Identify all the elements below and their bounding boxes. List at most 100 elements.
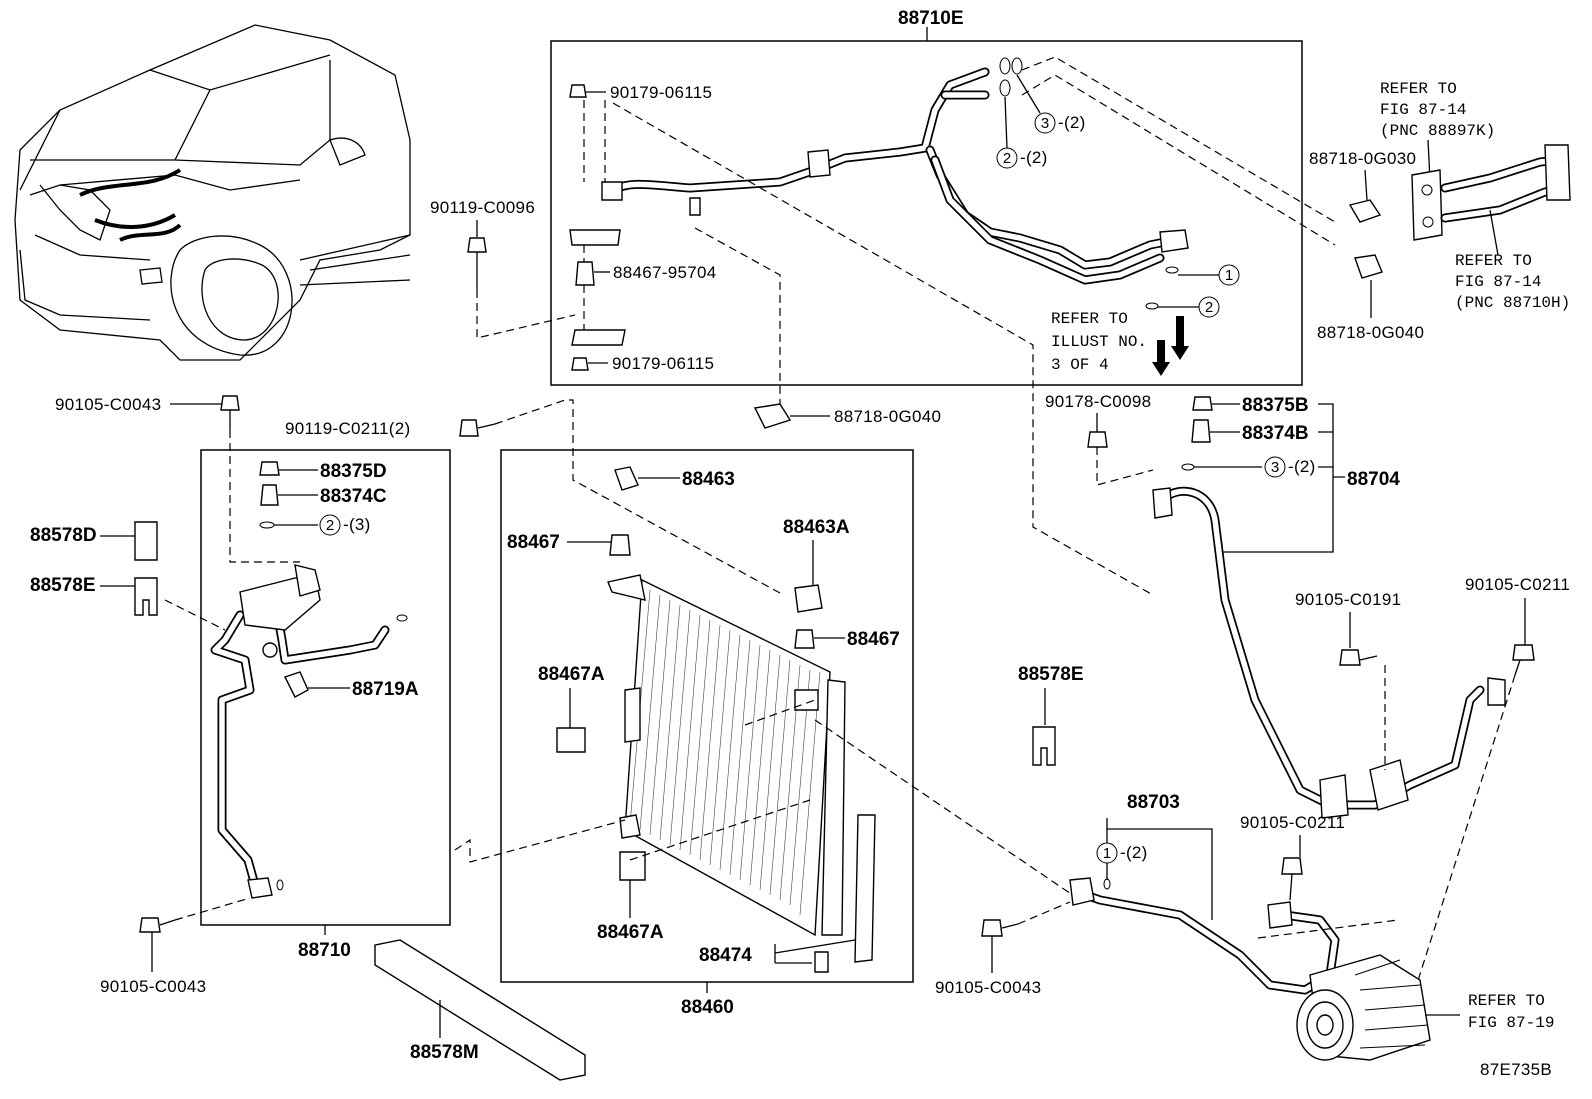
label-90179-top: 90179-06115 <box>610 83 712 102</box>
cap-88375B <box>1192 396 1213 411</box>
label-88375D: 88375D <box>320 461 387 482</box>
cushion-88467A-bottom <box>619 851 646 881</box>
note-refer-87-19-1: REFER TO <box>1468 992 1545 1010</box>
valve-88374B <box>1191 419 1211 443</box>
label-88703: 88703 <box>1127 792 1180 813</box>
label-88719A: 88719A <box>352 679 419 700</box>
bolt-90105-C0043-top <box>220 395 240 411</box>
note-refer-88897K-1: REFER TO <box>1380 80 1457 98</box>
condenser-core-88460 <box>607 574 846 937</box>
note-refer-illust-3: 3 OF 4 <box>1051 356 1109 374</box>
drier-cap <box>814 951 829 973</box>
label-90105-C0191: 90105-C0191 <box>1295 590 1401 609</box>
qty-ring3-top: -(2) <box>1058 113 1086 132</box>
label-88710E: 88710E <box>898 8 964 29</box>
label-88374B: 88374B <box>1242 423 1309 444</box>
bolt-90105-C0043-right <box>981 919 1003 937</box>
label-90105-C0211-mid: 90105-C0211 <box>1240 813 1345 832</box>
suction-hose-88703 <box>1069 877 1340 995</box>
pressure-switch-88719A <box>284 671 309 698</box>
bolt-90105-C0211-mid <box>1281 857 1303 875</box>
note-refer-88710H-3: (PNC 88710H) <box>1455 294 1570 312</box>
cushion-88467-a <box>609 534 631 556</box>
cushion-88467A-top <box>556 727 586 753</box>
note-refer-88897K-3: (PNC 88897K) <box>1380 122 1495 140</box>
clamp-88718-0G040-mid <box>753 403 792 429</box>
qty-ring3-right: -(2) <box>1288 457 1316 476</box>
note-refer-illust-1: REFER TO <box>1051 310 1128 328</box>
circle-2-left: 2 <box>326 517 334 534</box>
clamp-88718-0G030 <box>1348 199 1382 223</box>
label-88460: 88460 <box>681 997 734 1018</box>
label-90119-C0211: 90119-C0211(2) <box>285 419 410 438</box>
label-88710: 88710 <box>298 940 351 961</box>
label-88467-95704: 88467-95704 <box>613 263 717 282</box>
label-88718-0G040-mid: 88718-0G040 <box>834 407 941 426</box>
cushion-88467-b <box>794 629 815 649</box>
note-refer-88710H-2: FIG 87-14 <box>1455 273 1541 291</box>
bolt-90105-C0043-left <box>139 917 161 933</box>
label-90119-C0096: 90119-C0096 <box>430 198 535 217</box>
label-88718-0G040-right: 88718-0G040 <box>1317 323 1424 342</box>
label-88374C: 88374C <box>320 486 387 507</box>
circle-2-right: 2 <box>1205 299 1213 316</box>
valve-88374C <box>260 484 279 506</box>
discharge-hose-88704 <box>1152 486 1506 819</box>
bolt-90105-C0191 <box>1339 649 1361 666</box>
evaporator-pipe-flange <box>1411 144 1571 241</box>
ring-3-icon <box>1034 112 1056 134</box>
label-90178-C0098: 90178-C0098 <box>1045 392 1151 411</box>
circle-3-right: 3 <box>1271 459 1279 476</box>
label-88463A: 88463A <box>783 517 850 538</box>
liquid-pipe-88710 <box>210 564 408 899</box>
label-90179-bottom: 90179-06115 <box>612 354 714 373</box>
label-88375B: 88375B <box>1242 395 1309 416</box>
circle-1-88703: 1 <box>1103 845 1111 862</box>
bolt-90119-C0211 <box>459 419 479 437</box>
qty-ring2-left: -(3) <box>343 515 371 534</box>
bolt-90179-bottom <box>571 357 608 371</box>
seal-88578E-left <box>134 577 158 616</box>
circle-3-top: 3 <box>1041 115 1049 132</box>
label-88578E-right: 88578E <box>1018 664 1084 685</box>
label-88578E-left: 88578E <box>30 575 96 596</box>
qty-ring2-top: -(2) <box>1020 148 1048 167</box>
label-88467A-bottom: 88467A <box>597 922 664 943</box>
label-88467A-top: 88467A <box>538 664 605 685</box>
bolt-90179-top <box>569 84 606 98</box>
label-88578M: 88578M <box>410 1042 479 1063</box>
label-88718-0G030: 88718-0G030 <box>1309 149 1416 168</box>
label-88467-a: 88467 <box>507 532 560 553</box>
seal-88578E-right <box>1032 726 1056 766</box>
label-88704: 88704 <box>1347 469 1400 490</box>
note-refer-87-19-2: FIG 87-19 <box>1468 1014 1554 1032</box>
label-90105-C0043-left: 90105-C0043 <box>100 977 206 996</box>
ring-2-icon <box>319 514 341 536</box>
receiver-drier-88474 <box>854 814 876 963</box>
compressor <box>1296 954 1431 1061</box>
note-refer-illust-2: ILLUST NO. <box>1051 333 1147 351</box>
label-90105-C0043-right: 90105-C0043 <box>935 978 1041 997</box>
arrow-down-icon <box>1152 316 1189 376</box>
cap-88375D <box>259 461 280 476</box>
seal-88578D <box>134 521 158 561</box>
bracket-88467-95704 <box>569 181 626 346</box>
label-88578D: 88578D <box>30 525 97 546</box>
circle-2-top: 2 <box>1003 150 1011 167</box>
note-refer-88897K-2: FIG 87-14 <box>1380 101 1466 119</box>
bracket-88463A <box>794 584 823 613</box>
note-refer-88710H-1: REFER TO <box>1455 252 1532 270</box>
label-88467-b: 88467 <box>847 629 900 650</box>
suction-discharge-pipe-88710E <box>607 57 1189 310</box>
seal-88578M <box>374 939 586 1081</box>
label-90105-C0211-right: 90105-C0211 <box>1465 575 1570 594</box>
bolt-90105-C0211-right <box>1512 644 1535 661</box>
ring-3-icon <box>1264 456 1286 478</box>
vehicle-illustration <box>14 24 411 361</box>
qty-ring1-88703: -(2) <box>1120 843 1148 862</box>
label-90105-C0043-top: 90105-C0043 <box>55 395 161 414</box>
bracket-88463 <box>614 466 639 491</box>
diagram-code: 87E735B <box>1480 1060 1552 1079</box>
bolt-90119-C0096 <box>467 237 487 253</box>
